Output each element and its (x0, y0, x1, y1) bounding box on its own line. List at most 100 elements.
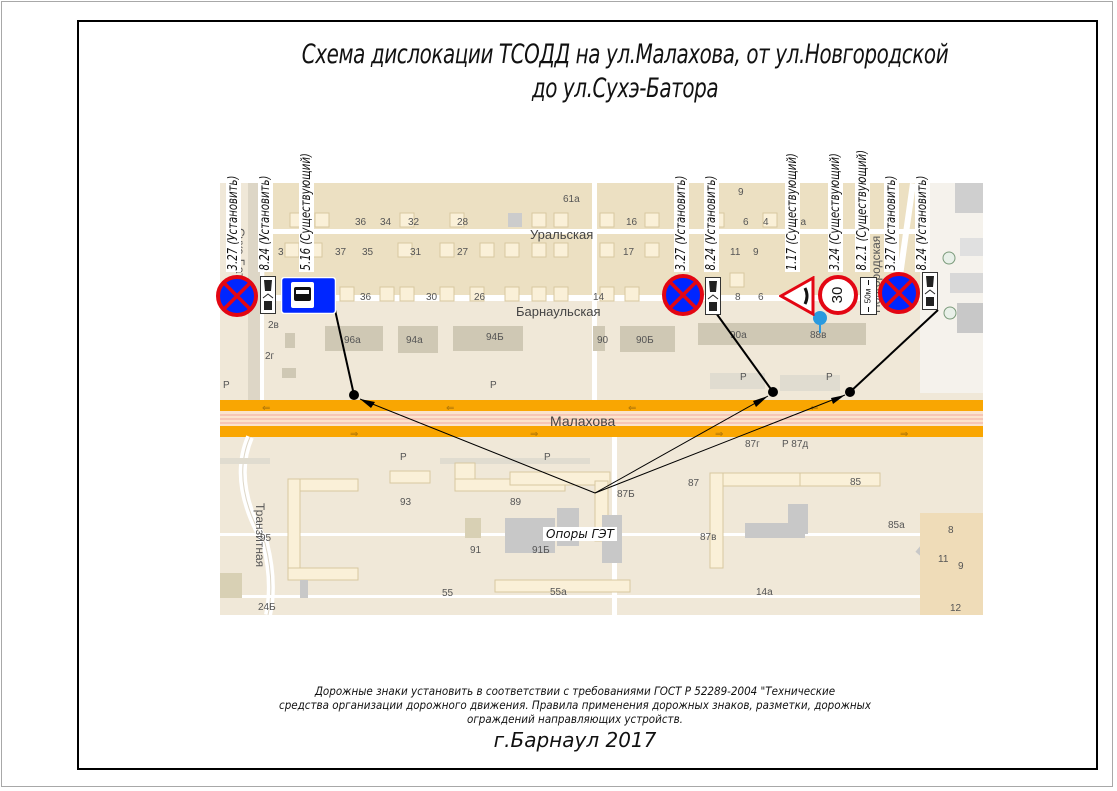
tow-truck-plate-icon (705, 277, 721, 315)
svg-text:9: 9 (958, 561, 964, 572)
svg-text:16: 16 (626, 217, 638, 228)
svg-text:28: 28 (457, 217, 469, 228)
svg-text:30: 30 (829, 287, 846, 304)
svg-text:94Б: 94Б (486, 332, 504, 343)
svg-text:12: 12 (950, 603, 962, 614)
sign-label-right-1-17: 1.17 (Существующий) (785, 151, 800, 272)
svg-text:88в: 88в (810, 330, 826, 341)
title-line-1: Схема дислокации ТСОДД на ул.Малахова, о… (301, 39, 949, 70)
svg-text:⇒: ⇒ (530, 429, 538, 440)
svg-text:2г: 2г (265, 351, 275, 362)
sign-label-right-3-27-a: 3.27 (Установить) (674, 174, 689, 272)
no-stopping-sign-icon (662, 274, 704, 316)
svg-text:6: 6 (758, 292, 764, 303)
svg-text:31: 31 (410, 247, 422, 258)
svg-text:8: 8 (948, 525, 954, 536)
barnaulskaya-street (250, 295, 983, 301)
svg-text:30: 30 (426, 292, 438, 303)
svg-text:⇒: ⇒ (715, 429, 723, 440)
sign-label-left-8-24: 8.24 (Установить) (258, 174, 273, 272)
sign-label-right-8-2-1: 8.2.1 (Существующий) (855, 148, 870, 272)
svg-text:36: 36 (360, 292, 372, 303)
bus-stop-sign-icon (281, 277, 336, 314)
svg-text:⇐: ⇐ (810, 403, 818, 414)
svg-text:6: 6 (743, 217, 749, 228)
svg-text:8: 8 (735, 292, 741, 303)
speed-limit-sign-icon: 30 (818, 275, 858, 315)
svg-text:55а: 55а (550, 587, 567, 598)
svg-text:⇐: ⇐ (628, 403, 636, 414)
svg-text:91Б: 91Б (532, 545, 550, 556)
svg-text:P: P (826, 372, 833, 383)
tow-truck-plate-icon (922, 272, 938, 310)
footer-note: Дорожные знаки установить в соответствии… (200, 684, 950, 752)
svg-text:14: 14 (593, 292, 605, 303)
svg-text:⇐: ⇐ (262, 403, 270, 414)
footer-line-3: ограждений направляющих устройств. (467, 712, 683, 726)
svg-text:85: 85 (850, 477, 862, 488)
svg-text:⇒: ⇒ (350, 429, 358, 440)
sign-label-left-3-27: 3.27 (Установить) (226, 174, 241, 272)
sign-label-left-5-16: 5.16 (Существующий) (299, 151, 314, 272)
svg-text:90Б: 90Б (636, 335, 654, 346)
svg-text:⇐: ⇐ (446, 403, 454, 414)
tow-truck-plate-icon (260, 276, 276, 314)
svg-text:9: 9 (753, 247, 759, 258)
svg-text:P: P (490, 380, 497, 391)
distance-plate-icon: 50м (860, 277, 877, 315)
svg-text:85а: 85а (888, 520, 905, 531)
svg-text:26: 26 (474, 292, 486, 303)
poles-label: Опоры ГЭТ (543, 527, 617, 541)
svg-text:P 87д: P 87д (782, 439, 808, 450)
svg-text:2в: 2в (268, 320, 279, 331)
svg-text:95: 95 (260, 533, 272, 544)
svg-text:P: P (740, 372, 747, 383)
uralskaya-street (265, 229, 983, 234)
svg-text:90а: 90а (730, 330, 747, 341)
svg-text:Транзитная: Транзитная (253, 503, 267, 567)
svg-text:3: 3 (278, 247, 284, 258)
svg-text:32: 32 (408, 217, 420, 228)
svg-text:P: P (400, 452, 407, 463)
svg-text:93: 93 (400, 497, 412, 508)
svg-text:2а: 2а (795, 217, 807, 228)
svg-text:87в: 87в (700, 532, 716, 543)
svg-text:36: 36 (355, 217, 367, 228)
footer-line-2: средства организации дорожного движения.… (279, 698, 871, 712)
svg-text:90: 90 (597, 335, 609, 346)
svg-text:11: 11 (938, 554, 949, 565)
svg-text:35: 35 (362, 247, 374, 258)
uralskaya-label: Уральская (530, 227, 593, 242)
sign-label-right-3-27-b: 3.27 (Установить) (884, 174, 899, 272)
svg-text:91: 91 (470, 545, 482, 556)
svg-text:87: 87 (688, 478, 700, 489)
svg-text:14а: 14а (756, 587, 773, 598)
svg-text:4: 4 (763, 217, 769, 228)
svg-text:37: 37 (335, 247, 347, 258)
svg-text:87г: 87г (745, 439, 760, 450)
svg-text:17: 17 (623, 247, 635, 258)
footer-line-1: Дорожные знаки установить в соответствии… (314, 684, 836, 698)
drawing-frame (77, 20, 1098, 770)
svg-text:34: 34 (380, 217, 392, 228)
svg-text:87Б: 87Б (617, 489, 635, 500)
scheme-title: Схема дислокации ТСОДД на ул.Малахова, о… (277, 38, 974, 106)
sign-label-right-8-24-a: 8.24 (Установить) (704, 174, 719, 272)
title-line-2: до ул.Сухэ-Батора (531, 73, 719, 104)
city-year: г.Барнаул 2017 (493, 728, 657, 752)
svg-text:P: P (544, 452, 551, 463)
no-stopping-sign-icon (878, 272, 920, 314)
svg-text:96а: 96а (344, 335, 361, 346)
malakhova-road-south (220, 426, 983, 437)
svg-text:24Б: 24Б (258, 602, 276, 613)
svg-text:55: 55 (442, 588, 454, 599)
malakhova-label: Малахова (550, 413, 615, 429)
svg-text:9: 9 (738, 187, 744, 198)
uneven-road-warning-sign-icon (779, 276, 815, 316)
svg-text:P: P (223, 380, 230, 391)
svg-text:50м: 50м (864, 289, 873, 303)
svg-text:61а: 61а (563, 194, 580, 205)
barnaulskaya-label: Барнаульская (516, 304, 601, 319)
sign-label-right-8-24-b: 8.24 (Установить) (915, 174, 930, 272)
